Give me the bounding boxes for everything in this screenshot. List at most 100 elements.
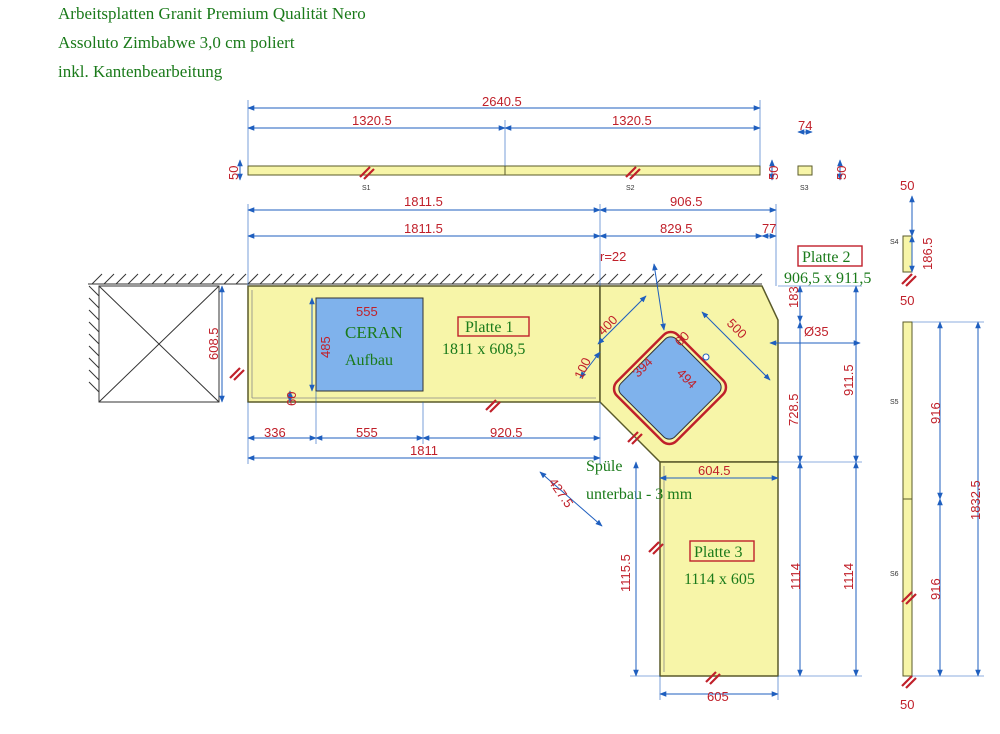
sink-label-1: Spüle	[586, 458, 622, 475]
joint-mark-6-a	[625, 166, 637, 178]
hatch-tick-692	[691, 273, 703, 285]
plate-2-size: 906,5 x 911,5	[784, 270, 871, 287]
dim-run-77: 77	[762, 221, 776, 236]
hatch-tick-524	[523, 273, 535, 285]
dim-line-d-1	[579, 351, 601, 379]
strip-s2-label: S2	[626, 185, 635, 192]
dimension-lines	[219, 105, 981, 697]
plate-2-label-box	[797, 245, 863, 267]
sink-cutout	[612, 330, 728, 446]
dim-r22: r=22	[600, 249, 626, 264]
joint-mark-1-a	[485, 399, 497, 411]
hatch-tick-740	[739, 273, 751, 285]
dim-run-1811-5-a: 1811.5	[404, 194, 443, 209]
hatch-tick-left-344	[88, 333, 100, 345]
hatch-tick-128	[127, 273, 139, 285]
strip-s5-label: S5	[890, 399, 899, 406]
hatch-tick-392	[391, 273, 403, 285]
plate-1-label-box	[457, 316, 530, 337]
hatch-tick-608	[607, 273, 619, 285]
hatch-tick-332	[331, 273, 343, 285]
hatch-tick-596	[595, 273, 607, 285]
hatch-tick-344	[343, 273, 355, 285]
hatch-tick-left-332	[88, 321, 100, 333]
hatch-tick-296	[295, 273, 307, 285]
dim-line-d-3	[701, 311, 771, 381]
hatch-tick-476	[475, 273, 487, 285]
joint-mark-9-b	[905, 677, 917, 689]
hatch-tick-500	[499, 273, 511, 285]
hatch-tick-380	[379, 273, 391, 285]
joint-mark-8-b	[905, 593, 917, 605]
dim-s5-top: 50	[900, 293, 914, 308]
hatch-tick-560	[559, 273, 571, 285]
dim-p2-728-5: 728.5	[786, 393, 801, 426]
hatch-tick-248	[247, 273, 259, 285]
dim-p3-1114-a: 1114	[788, 563, 803, 590]
dim-s3-width: 74	[798, 118, 812, 133]
sink-label-2: unterbau - 3 mm	[586, 486, 693, 503]
ceran-label-2: Aufbau	[345, 352, 393, 369]
hatch-tick-164	[163, 273, 175, 285]
plate-3-label-box	[689, 540, 755, 562]
hatch-tick-356	[355, 273, 367, 285]
tap-hole	[702, 353, 710, 361]
hatch-tick-116	[115, 273, 127, 285]
strip-s3-label: S3	[800, 185, 809, 192]
hatch-tick-536	[535, 273, 547, 285]
dim-bot-920-5: 920.5	[490, 425, 523, 440]
hatch-tick-308	[307, 273, 319, 285]
hatch-tick-680	[679, 273, 691, 285]
plate-1-size: 1811 x 608,5	[442, 341, 525, 358]
dim-p2-183: 183	[786, 286, 801, 308]
dim-strip-h-mid: 50	[766, 166, 781, 180]
dim-strip-h-left: 50	[226, 166, 241, 180]
joint-mark-3-b	[652, 543, 664, 555]
hatch-tick-644	[643, 273, 655, 285]
header-line-2: Assoluto Zimbabwe 3,0 cm poliert	[58, 33, 295, 52]
dim-p3-605: 605	[707, 689, 729, 704]
dim-line-d-0	[597, 295, 647, 345]
dim-s6-bottom: 50	[900, 697, 914, 712]
hatch-tick-728	[727, 273, 739, 285]
hatch-tick-368	[367, 273, 379, 285]
dim-p2-911-5: 911.5	[841, 364, 856, 396]
joint-mark-6-b	[629, 168, 641, 180]
dim-s5-h: 916	[928, 402, 943, 424]
hatch-tick-488	[487, 273, 499, 285]
hatch-tick-704	[703, 273, 715, 285]
joint-mark-7-b	[905, 275, 917, 287]
hatch-tick-440	[439, 273, 451, 285]
dim-s56-total: 1832.5	[968, 480, 983, 520]
joint-mark-5-a	[359, 166, 371, 178]
strip-s1-s2	[247, 165, 761, 176]
dim-p3-1115-5: 1115.5	[618, 554, 633, 592]
hatch-tick-284	[283, 273, 295, 285]
dim-strip-h-right: 50	[834, 166, 849, 180]
dim-s4-h: 186.5	[920, 237, 935, 270]
hatch-tick-left-380	[88, 369, 100, 381]
hatch-tick-752	[751, 273, 763, 285]
dim-diag-427-5: 427.5	[546, 475, 577, 510]
hatch-tick-92	[91, 273, 103, 285]
dim-s4-top: 50	[900, 178, 914, 193]
dim-run-829-5: 829.5	[660, 221, 693, 236]
joint-mark-2-a	[627, 431, 639, 443]
hatch-tick-224	[223, 273, 235, 285]
hatch-tick-272	[271, 273, 283, 285]
hatch-tick-620	[619, 273, 631, 285]
header-line-1: Arbeitsplatten Granit Premium Qualität N…	[58, 4, 366, 23]
dim-ceran-front: 60	[284, 392, 299, 406]
hatch-tick-656	[655, 273, 667, 285]
hatch-tick-200	[199, 273, 211, 285]
joint-mark-0-b	[233, 369, 245, 381]
plate-1-shape	[247, 285, 601, 403]
strip-s1-label: S1	[362, 185, 371, 192]
hatch-tick-140	[139, 273, 151, 285]
joint-mark-3-a	[648, 541, 660, 553]
hatch-tick-572	[571, 273, 583, 285]
dim-bot-336: 336	[264, 425, 286, 440]
joint-marks	[229, 166, 917, 689]
hatch-tick-left-320	[88, 309, 100, 321]
